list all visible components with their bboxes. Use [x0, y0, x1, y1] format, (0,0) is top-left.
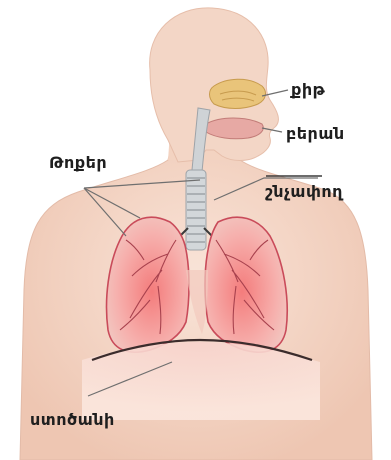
label-mouth: բերան — [286, 126, 345, 142]
mouth-cavity — [206, 118, 263, 139]
label-lungs: Թոքեր — [49, 155, 107, 171]
label-nose: քիթ — [291, 82, 325, 98]
nasal-cavity — [210, 79, 266, 108]
label-trachea: շնչափող — [265, 184, 343, 200]
label-diaphragm: ստոծանի — [30, 412, 115, 428]
abdomen — [82, 342, 320, 420]
